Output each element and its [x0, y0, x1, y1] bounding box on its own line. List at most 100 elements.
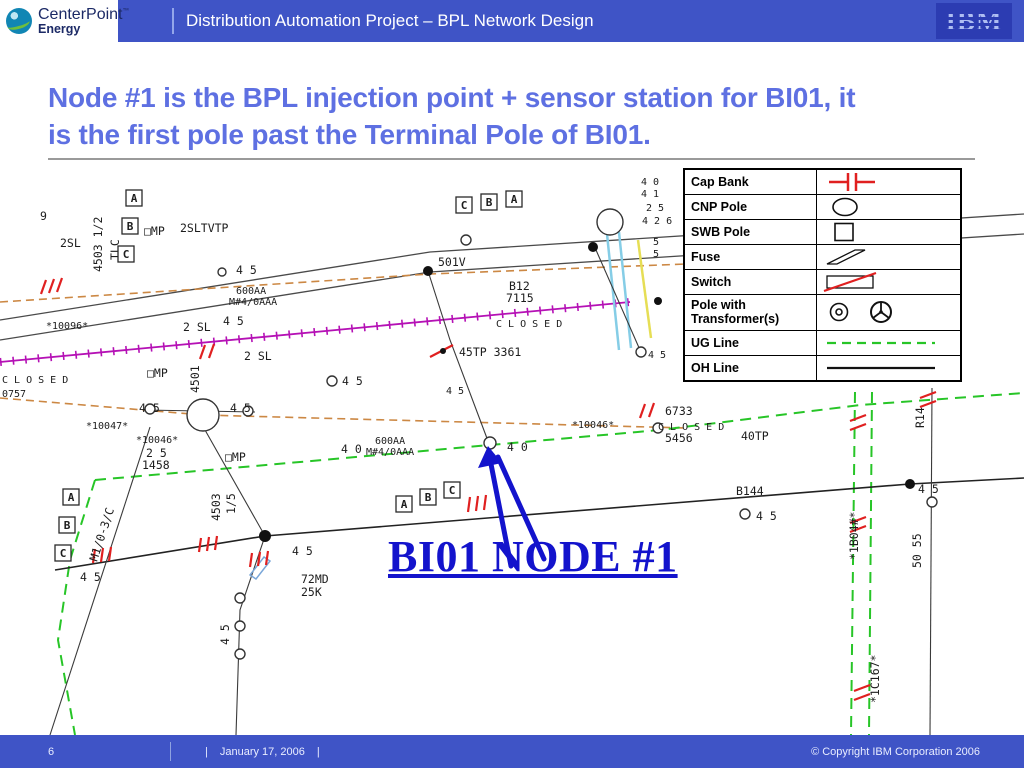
transformer-icon	[817, 295, 960, 330]
node-pointer-arrow	[478, 446, 547, 569]
phase-box-letter: B	[127, 220, 134, 233]
map-label: 4503 1/2	[91, 217, 105, 272]
map-label: 4 5	[446, 386, 464, 397]
legend-row: Switch	[685, 270, 960, 295]
map-label: 4 5	[218, 624, 232, 645]
capbank-icon	[817, 170, 960, 194]
legend-row: CNP Pole	[685, 195, 960, 220]
phase-box: B	[419, 488, 437, 506]
page-title-line2: is the first pole past the Terminal Pole…	[48, 118, 651, 150]
slide-number: 6	[48, 746, 55, 758]
map-label: *10096*	[46, 321, 88, 332]
map-label: 45TP 3361	[459, 345, 521, 359]
map-label: M#4/0AAA	[366, 447, 414, 458]
ug-line-icon	[817, 331, 960, 355]
map-label: 501V	[438, 255, 466, 269]
phase-box-letter: C	[449, 484, 456, 497]
junction-dots	[259, 242, 915, 542]
map-label: 6733	[665, 404, 693, 418]
phase-box-letter: B	[486, 196, 493, 209]
map-label: B144	[736, 484, 764, 498]
phase-box: C	[443, 481, 461, 499]
legend-label: Cap Bank	[685, 170, 817, 194]
map-label: 4 5	[223, 314, 244, 328]
map-label: 72MD	[301, 572, 329, 586]
map-label: *1B04#*	[847, 512, 861, 560]
pole-circles	[144, 208, 938, 660]
ug-lines	[56, 391, 1024, 736]
map-label: C L O S E D	[2, 375, 68, 386]
map-label: 4 5	[139, 401, 160, 415]
map-label: 5456	[665, 431, 693, 445]
phase-box-letter: A	[131, 192, 138, 205]
map-label: 0757	[2, 389, 26, 400]
map-label: 2SL	[60, 236, 81, 250]
phase-box: C	[117, 245, 135, 263]
legend-label: OH Line	[685, 355, 817, 380]
map-label: 50 55	[910, 533, 924, 568]
boundary-lines	[0, 263, 687, 429]
phase-box: A	[505, 190, 523, 208]
footer-pipe: |	[205, 746, 208, 758]
map-label: *10046*	[572, 420, 614, 431]
header-bar: CenterPoint™ Energy Distribution Automat…	[0, 0, 1024, 42]
legend-row: Cap Bank	[685, 170, 960, 195]
map-label: 2 5	[646, 203, 664, 214]
swb-pole-icon	[817, 220, 960, 244]
legend-label: Switch	[685, 270, 817, 294]
map-label: *1C167*	[868, 655, 882, 703]
phase-box: C	[54, 544, 72, 562]
map-label: M1/0-3/C	[87, 506, 117, 563]
map-label: 2 SL	[244, 349, 272, 363]
centerpoint-logo: CenterPoint™ Energy	[0, 0, 129, 42]
map-label: 4 2 6	[642, 216, 672, 227]
phase-box: A	[395, 495, 413, 513]
phase-box-letter: C	[60, 547, 67, 560]
footer-copyright: © Copyright IBM Corporation 2006	[811, 746, 980, 758]
map-label: 40TP	[741, 429, 769, 443]
legend-label: CNP Pole	[685, 195, 817, 219]
footer-date: January 17, 2006	[219, 746, 305, 758]
map-label: 600AA	[236, 286, 266, 297]
phase-box-letter: C	[461, 199, 468, 212]
map-label: □MP	[225, 450, 246, 464]
logo-name: CenterPoint	[38, 5, 123, 23]
map-label: B12	[509, 279, 530, 293]
map-label: 600AA	[375, 436, 405, 447]
switch-icon	[817, 270, 960, 294]
logo-trademark: ™	[122, 7, 130, 15]
logo-sub: Energy	[38, 21, 81, 36]
phase-box: A	[125, 189, 143, 207]
map-label: □MP	[147, 366, 168, 380]
phase-box-letter: A	[68, 491, 75, 504]
legend-row: Fuse	[685, 245, 960, 270]
node-callout: BI01 NODE #1	[388, 532, 678, 581]
map-label: 4503	[209, 493, 223, 521]
map-label: 4 5	[236, 263, 257, 277]
centerpoint-logo-text: CenterPoint™ Energy	[38, 6, 129, 37]
legend-row: SWB Pole	[685, 220, 960, 245]
phase-box-letter: A	[511, 193, 518, 206]
map-label: R14	[913, 407, 927, 428]
footer-pipe: |	[316, 746, 320, 758]
ibm-logo-text: IBM	[942, 5, 1006, 36]
title-divider	[48, 158, 975, 160]
map-label: 2SLTVTP	[180, 221, 229, 235]
map-label: 1458	[142, 458, 170, 472]
ibm-logo: IBM	[936, 3, 1012, 39]
map-label: *10046*	[136, 435, 178, 446]
map-label: 4501	[188, 365, 202, 393]
phase-box: C	[455, 196, 473, 214]
legend-row: OH Line	[685, 355, 960, 380]
footer-separator	[170, 742, 171, 761]
feeder-line	[0, 298, 631, 366]
map-label: 4 0	[641, 177, 659, 188]
legend-label: Fuse	[685, 245, 817, 269]
map-label: *10047*	[86, 421, 128, 432]
map-label: 25K	[301, 585, 322, 599]
phase-box-letter: B	[64, 519, 71, 532]
phase-box-letter: C	[123, 248, 130, 261]
page-title-line1: Node #1 is the BPL injection point + sen…	[48, 82, 856, 113]
legend-label: Pole with Transformer(s)	[685, 295, 817, 330]
